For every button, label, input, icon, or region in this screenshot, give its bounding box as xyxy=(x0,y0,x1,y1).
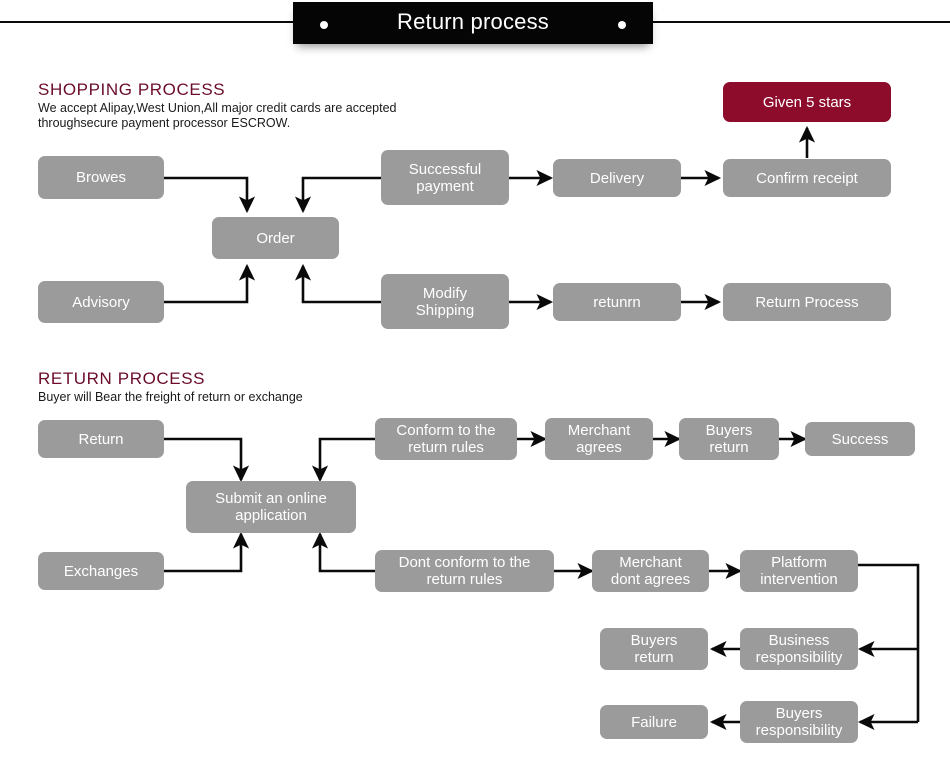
node-browes[interactable]: Browes xyxy=(38,156,164,199)
node-business-responsibility[interactable]: Business responsibility xyxy=(740,628,858,670)
page-title: Return process xyxy=(397,9,549,34)
node-dont-conform-return-rules[interactable]: Dont conform to the return rules xyxy=(375,550,554,592)
return-process-description: Buyer will Bear the freight of return or… xyxy=(38,390,303,404)
node-order[interactable]: Order xyxy=(212,217,339,259)
node-merchant-agrees[interactable]: Merchant agrees xyxy=(545,418,653,460)
platform-branch-trunk xyxy=(858,563,920,722)
header-rule-left xyxy=(0,21,300,23)
node-return-process[interactable]: Return Process xyxy=(723,283,891,321)
node-delivery[interactable]: Delivery xyxy=(553,159,681,197)
node-submit-application[interactable]: Submit an online application xyxy=(186,481,356,533)
node-modify-shipping[interactable]: Modify Shipping xyxy=(381,274,509,329)
shopping-process-heading: SHOPPING PROCESS xyxy=(38,80,226,99)
node-success[interactable]: Success xyxy=(805,422,915,456)
node-return[interactable]: Return xyxy=(38,420,164,458)
node-merchant-dont-agrees[interactable]: Merchant dont agrees xyxy=(592,550,709,592)
node-successful-payment[interactable]: Successful payment xyxy=(381,150,509,205)
node-given-5-stars[interactable]: Given 5 stars xyxy=(723,82,891,122)
node-exchanges[interactable]: Exchanges xyxy=(38,552,164,590)
node-confirm-receipt[interactable]: Confirm receipt xyxy=(723,159,891,197)
return-process-heading: RETURN PROCESS xyxy=(38,369,206,388)
node-buyers-return-top[interactable]: Buyers return xyxy=(679,418,779,460)
shopping-process-description: We accept Alipay,West Union,All major cr… xyxy=(38,101,397,130)
node-buyers-responsibility[interactable]: Buyers responsibility xyxy=(740,701,858,743)
node-platform-intervention[interactable]: Platform intervention xyxy=(740,550,858,592)
node-advisory[interactable]: Advisory xyxy=(38,281,164,323)
node-buyers-return-bottom[interactable]: Buyers return xyxy=(600,628,708,670)
node-failure[interactable]: Failure xyxy=(600,705,708,739)
header-banner: Return process xyxy=(293,2,653,44)
header-rule-right xyxy=(650,21,950,23)
node-retunrn[interactable]: retunrn xyxy=(553,283,681,321)
banner-dot-left-icon xyxy=(320,21,328,29)
banner-dot-right-icon xyxy=(618,21,626,29)
node-conform-return-rules[interactable]: Conform to the return rules xyxy=(375,418,517,460)
